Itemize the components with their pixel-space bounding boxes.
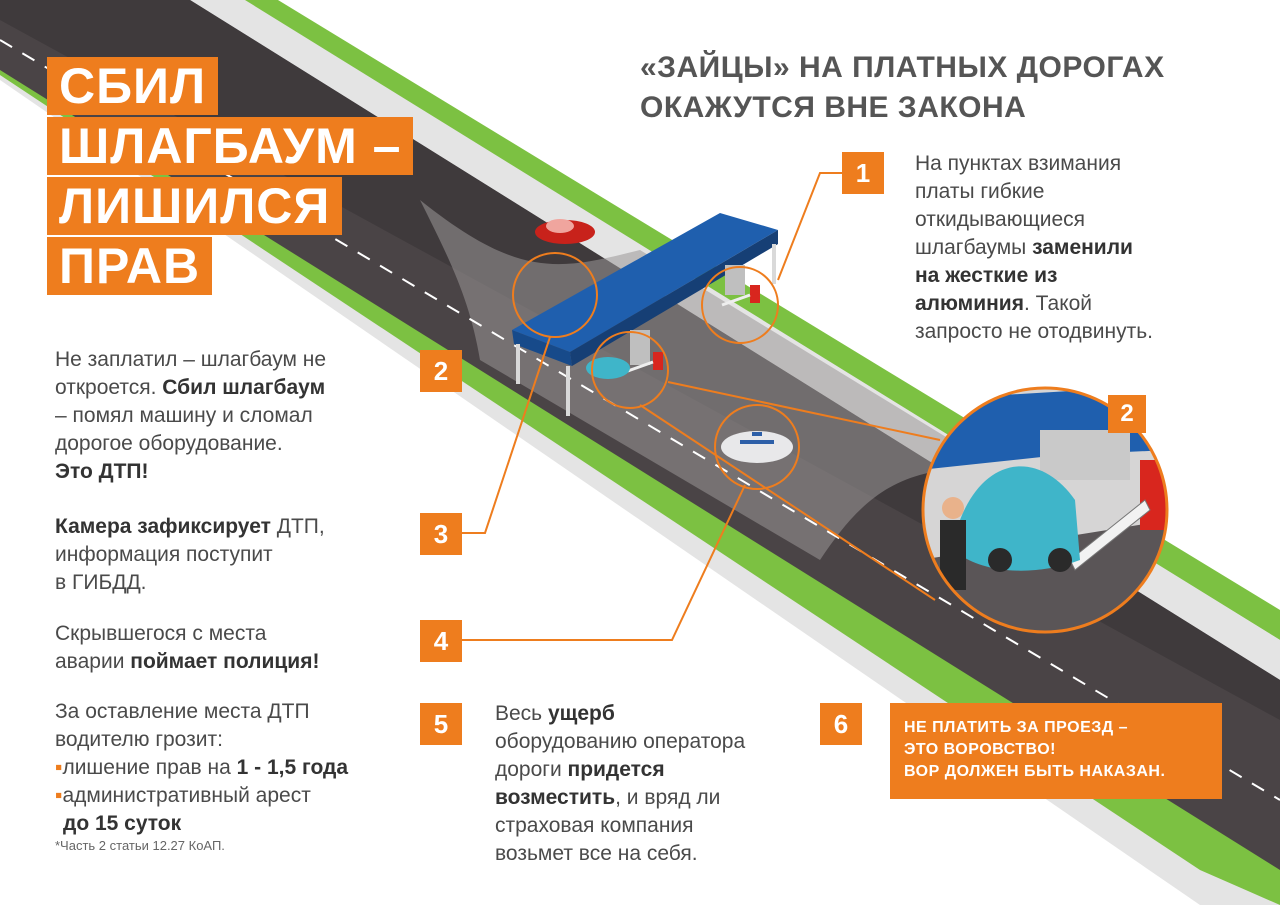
text1-line: запросто не отодвинуть. (915, 320, 1153, 343)
text2-line: Это ДТП! (55, 460, 149, 483)
callout-line: НЕ ПЛАТИТЬ ЗА ПРОЕЗД – (904, 719, 1129, 736)
subheading-line-1: «ЗАЙЦЫ» НА ПЛАТНЫХ ДОРОГАХ (640, 51, 1165, 84)
text-block-3: Камера зафиксирует ДТП, информация посту… (55, 513, 325, 597)
text6-line: дороги придется (495, 758, 665, 781)
text6-line: возьмет все на себя. (495, 842, 698, 865)
footnote: *Часть 2 статьи 12.27 КоАП. (55, 838, 225, 853)
text1-line: шлагбаумы заменили (915, 236, 1133, 259)
headline-line-2: ШЛАГБАУМ – (47, 117, 414, 175)
text4-line: аварии поймает полиция! (55, 650, 320, 673)
text1-line: откидывающиеся (915, 208, 1086, 231)
text5-bullet-2: ▪административный арест (55, 784, 311, 807)
text2-line: Не заплатил – шлагбаум не (55, 348, 327, 371)
text5-bullet-1: ▪лишение прав на 1 - 1,5 года (55, 756, 349, 779)
inset-badge-2: 2 (1108, 395, 1146, 433)
text6-line: страховая компания (495, 814, 694, 837)
headline-line-1: СБИЛ (47, 57, 219, 115)
text5-line: водителю грозит: (55, 728, 223, 751)
text4-line: Скрывшегося с места (55, 622, 267, 645)
grass-strip-lower (0, 60, 1280, 905)
subheading-line-2: ОКАЖУТСЯ ВНЕ ЗАКОНА (640, 91, 1027, 124)
zoom-circle-barrier (701, 266, 779, 344)
teal-car (586, 357, 630, 379)
text5-line: до 15 суток (63, 812, 182, 835)
text-block-6: Весь ущерб оборудованию оператора дороги… (495, 700, 745, 868)
text2-line: дорогое оборудование. (55, 432, 283, 455)
inset-zoom (923, 388, 1167, 632)
badge-6: 6 (820, 703, 862, 745)
connector-4 (462, 484, 746, 641)
text6-line: Весь ущерб (495, 702, 615, 725)
text2-line: – помял машину и сломал (55, 404, 313, 427)
text2-line: откроется. Сбил шлагбаум (55, 376, 326, 399)
text-block-4: Скрывшегося с места аварии поймает полиц… (55, 620, 319, 676)
red-car (535, 219, 595, 244)
connector-inset-a (667, 381, 941, 441)
zoom-circle-canopy (512, 252, 598, 338)
badge-3: 3 (420, 513, 462, 555)
connector-1 (777, 172, 845, 281)
subheading: «ЗАЙЦЫ» НА ПЛАТНЫХ ДОРОГАХ ОКАЖУТСЯ ВНЕ … (640, 48, 1165, 128)
badge-4: 4 (420, 620, 462, 662)
connector-3 (462, 336, 551, 534)
text-block-1: На пунктах взимания платы гибкие откидыв… (915, 150, 1153, 346)
badge-2: 2 (420, 350, 462, 392)
headline-line-4: ПРАВ (47, 237, 213, 295)
text1-line: На пунктах взимания (915, 152, 1122, 175)
badge-1: 1 (842, 152, 884, 194)
text3-line: информация поступит (55, 543, 273, 566)
text-block-2: Не заплатил – шлагбаум не откроется. Сби… (55, 346, 326, 486)
text3-line: в ГИБДД. (55, 571, 147, 594)
callout-line: ВОР ДОЛЖЕН БЫТЬ НАКАЗАН. (904, 763, 1166, 780)
toll-plaza-area (420, 200, 1000, 560)
police-car (721, 431, 793, 463)
text3-line: Камера зафиксирует ДТП, (55, 515, 325, 538)
headline-line-3: ЛИШИЛСЯ (47, 177, 343, 235)
text1-line: на жесткие из (915, 264, 1058, 287)
callout-line: ЭТО ВОРОВСТВО! (904, 741, 1056, 758)
zoom-circle-police (714, 404, 800, 490)
badge-5: 5 (420, 703, 462, 745)
text5-line: За оставление места ДТП (55, 700, 310, 723)
text1-line: алюминия. Такой (915, 292, 1093, 315)
text6-line: оборудованию оператора (495, 730, 746, 753)
zoom-circle-gate (591, 331, 669, 409)
connector-inset-b (639, 404, 936, 601)
text-block-5: За оставление места ДТП водителю грозит:… (55, 698, 348, 838)
text1-line: платы гибкие (915, 180, 1045, 203)
text6-line: возместить, и вряд ли (495, 786, 721, 809)
warning-callout: НЕ ПЛАТИТЬ ЗА ПРОЕЗД – ЭТО ВОРОВСТВО! ВО… (890, 703, 1222, 799)
